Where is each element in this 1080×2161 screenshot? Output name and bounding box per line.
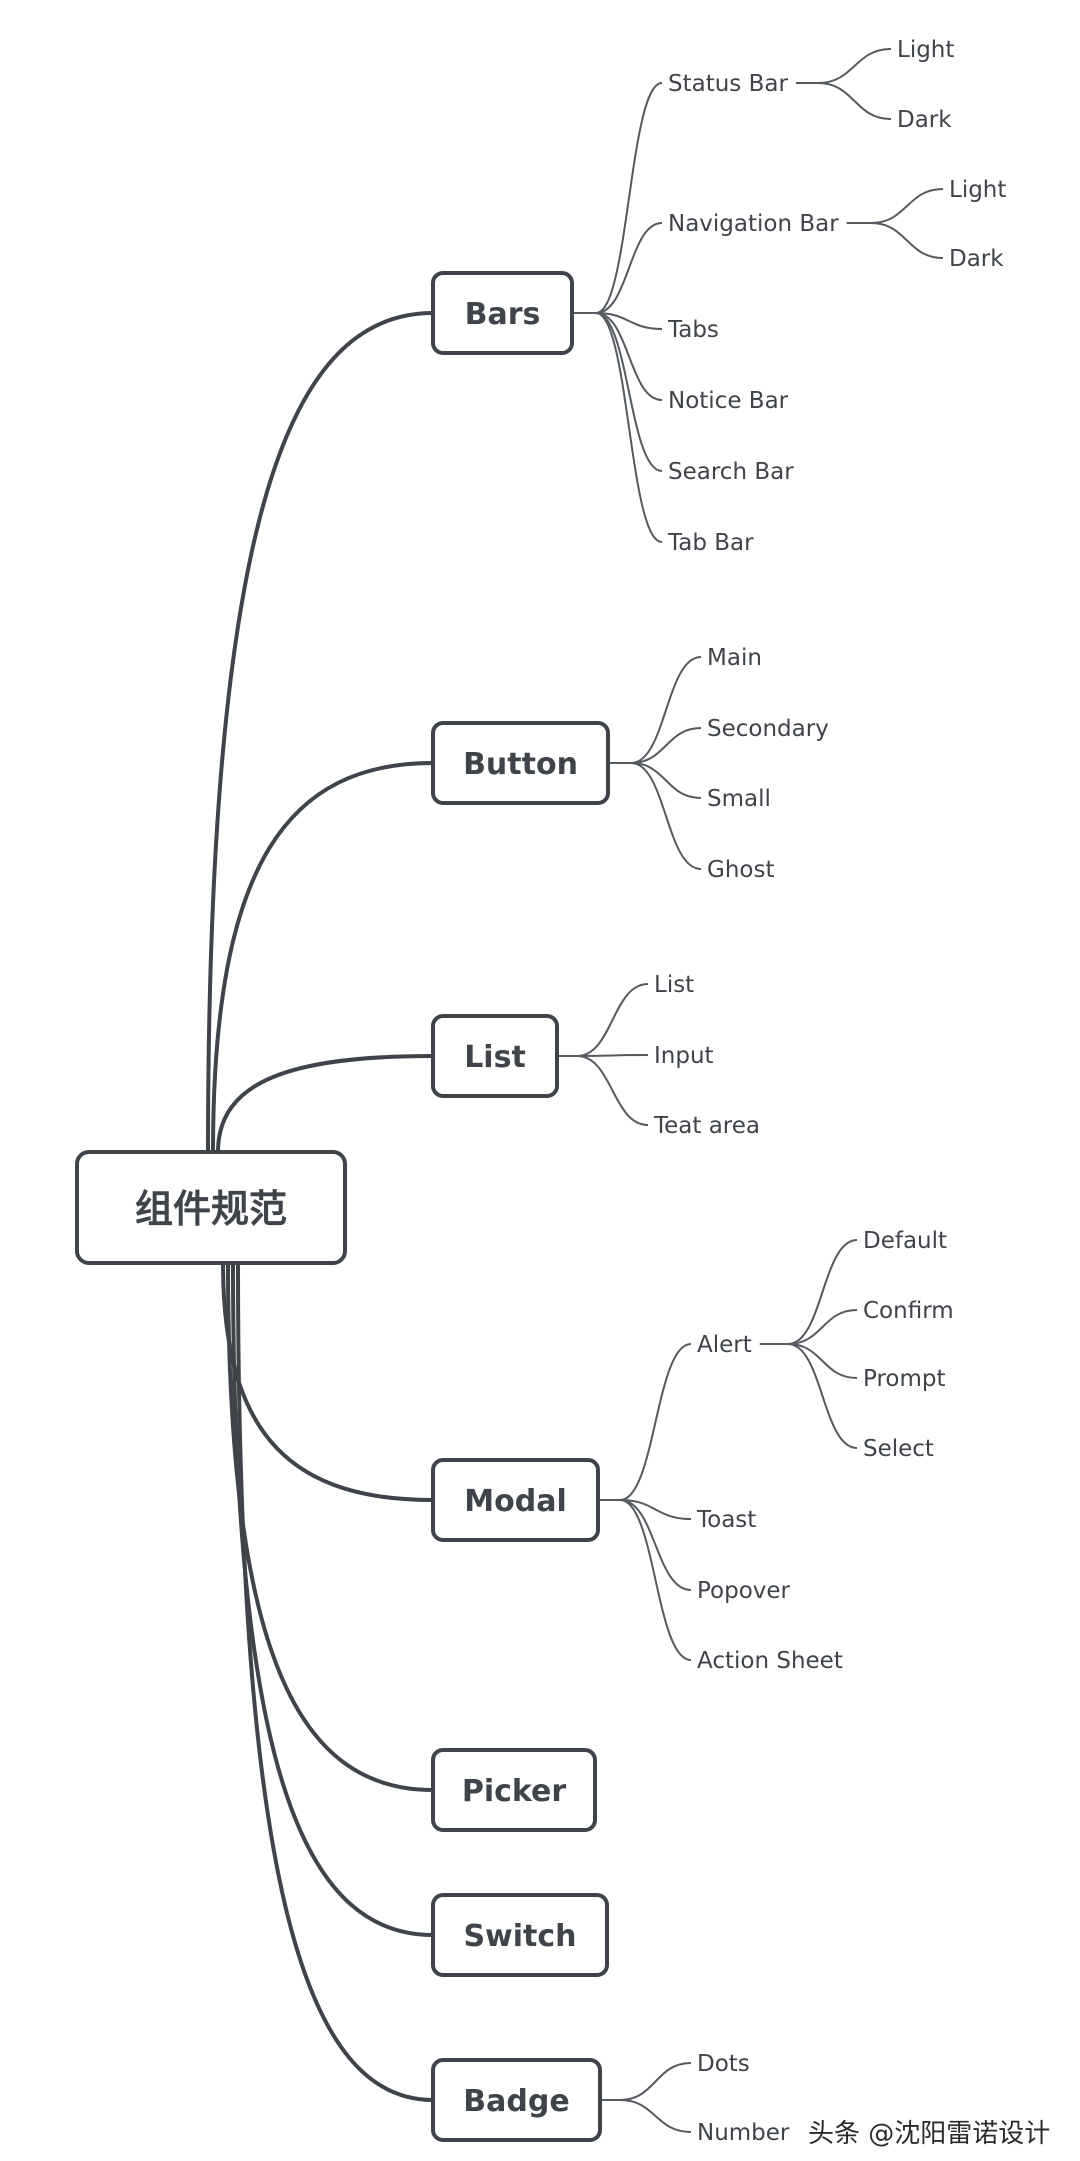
leaf-modal-alert-confirm[interactable]: Confirm (863, 1298, 954, 1324)
link-root-switch (231, 1262, 434, 1937)
branch-node-button[interactable]: Button (431, 721, 610, 805)
leaf-links (557, 48, 944, 2133)
link-bars-tab-bar (595, 312, 663, 543)
link-modal-action-sheet (619, 1499, 692, 1661)
link-status-bar-dark (817, 82, 892, 120)
branch-node-label: Bars (465, 297, 541, 332)
branch-node-box (431, 1014, 559, 1098)
leaf-modal-action-sheet[interactable]: Action Sheet (697, 1648, 843, 1674)
leaf-bars-notice-bar[interactable]: Notice Bar (668, 388, 789, 414)
link-modal-toast (619, 1499, 692, 1520)
link-root-badge (236, 1262, 434, 2102)
branch-node-label: Modal (464, 1484, 566, 1519)
leaf-badge-number[interactable]: Number (697, 2120, 790, 2146)
link-status-bar-light (817, 48, 892, 84)
link-root-list (216, 1054, 434, 1153)
leaf-modal-alert-prompt[interactable]: Prompt (863, 1366, 946, 1392)
link-bars-status-bar (595, 82, 663, 314)
link-button-secondary (630, 727, 702, 764)
branch-node-bars[interactable]: Bars (431, 271, 574, 355)
branch-node-label: Button (463, 747, 578, 782)
branch-node-box (431, 271, 574, 355)
leaf-bars-navigation-bar-light[interactable]: Light (949, 177, 1006, 203)
branch-node-box (431, 1893, 609, 1977)
root-branch-links (206, 311, 434, 2102)
link-bars-tabs (595, 312, 663, 330)
branch-node-modal[interactable]: Modal (431, 1458, 600, 1542)
link-navigation-bar-light (870, 188, 944, 224)
link-button-ghost (630, 762, 702, 870)
leaf-list-list[interactable]: List (654, 972, 694, 998)
branch-node-box (431, 2058, 602, 2142)
link-bars-navigation-bar (595, 222, 663, 314)
branch-node-picker[interactable]: Picker (431, 1748, 597, 1832)
leaf-modal-toast[interactable]: Toast (696, 1507, 756, 1533)
link-alert-select (787, 1343, 858, 1449)
link-alert-prompt (787, 1343, 858, 1379)
branch-node-box (431, 1458, 600, 1542)
link-bars-notice-bar (595, 312, 663, 401)
link-modal-alert (619, 1343, 692, 1501)
link-list-teat-area (576, 1055, 649, 1126)
link-badge-number (619, 2099, 692, 2133)
branch-node-label: Badge (463, 2084, 569, 2119)
link-root-modal (221, 1262, 434, 1502)
link-modal-popover (619, 1499, 692, 1591)
link-badge-dots (619, 2062, 692, 2101)
leaf-list-input[interactable]: Input (654, 1043, 714, 1069)
link-navigation-bar-dark (870, 222, 944, 259)
branch-node-switch[interactable]: Switch (431, 1893, 609, 1977)
link-button-main (630, 656, 702, 764)
leaf-modal-alert-select[interactable]: Select (863, 1436, 934, 1462)
root-node-box (75, 1150, 347, 1265)
root-node[interactable]: 组件规范 (75, 1150, 347, 1265)
branch-node-label: Picker (462, 1774, 567, 1809)
branch-node-box (431, 1748, 597, 1832)
branch-node-list[interactable]: List (431, 1014, 559, 1098)
branch-node-label: Switch (463, 1919, 576, 1954)
leaf-badge-dots[interactable]: Dots (697, 2051, 750, 2077)
branch-node-label: List (464, 1040, 526, 1075)
link-root-picker (226, 1262, 434, 1792)
link-root-button (211, 761, 434, 1153)
leaf-bars-status-bar-light[interactable]: Light (897, 37, 954, 63)
link-alert-confirm (787, 1309, 858, 1345)
leaf-bars-tab-bar[interactable]: Tab Bar (667, 530, 754, 556)
leaf-button-ghost[interactable]: Ghost (707, 857, 774, 883)
leaf-list-teat-area[interactable]: Teat area (653, 1113, 760, 1139)
branch-node-box (431, 721, 610, 805)
leaf-button-main[interactable]: Main (707, 645, 762, 671)
link-list-input (576, 1054, 649, 1057)
link-root-bars (206, 311, 434, 1153)
leaf-button-small[interactable]: Small (707, 786, 771, 812)
link-bars-search-bar (595, 312, 663, 472)
link-button-small (630, 762, 702, 799)
leaf-modal-alert-default[interactable]: Default (863, 1228, 947, 1254)
leaf-bars-navigation-bar[interactable]: Navigation Bar (668, 211, 839, 237)
link-alert-default (787, 1239, 858, 1345)
leaf-bars-tabs[interactable]: Tabs (667, 317, 719, 343)
leaf-bars-status-bar-dark[interactable]: Dark (897, 107, 952, 133)
link-list-list (576, 983, 649, 1057)
leaf-bars-search-bar[interactable]: Search Bar (668, 459, 794, 485)
branch-node-badge[interactable]: Badge (431, 2058, 602, 2142)
leaf-bars-status-bar[interactable]: Status Bar (668, 71, 788, 97)
watermark-text: 头条 @沈阳雷诺设计 (808, 2119, 1050, 2149)
root-node-label: 组件规范 (135, 1187, 287, 1231)
leaf-modal-popover[interactable]: Popover (697, 1578, 791, 1604)
leaf-button-secondary[interactable]: Secondary (707, 716, 829, 742)
leaf-bars-navigation-bar-dark[interactable]: Dark (949, 246, 1004, 272)
leaf-modal-alert[interactable]: Alert (697, 1332, 752, 1358)
